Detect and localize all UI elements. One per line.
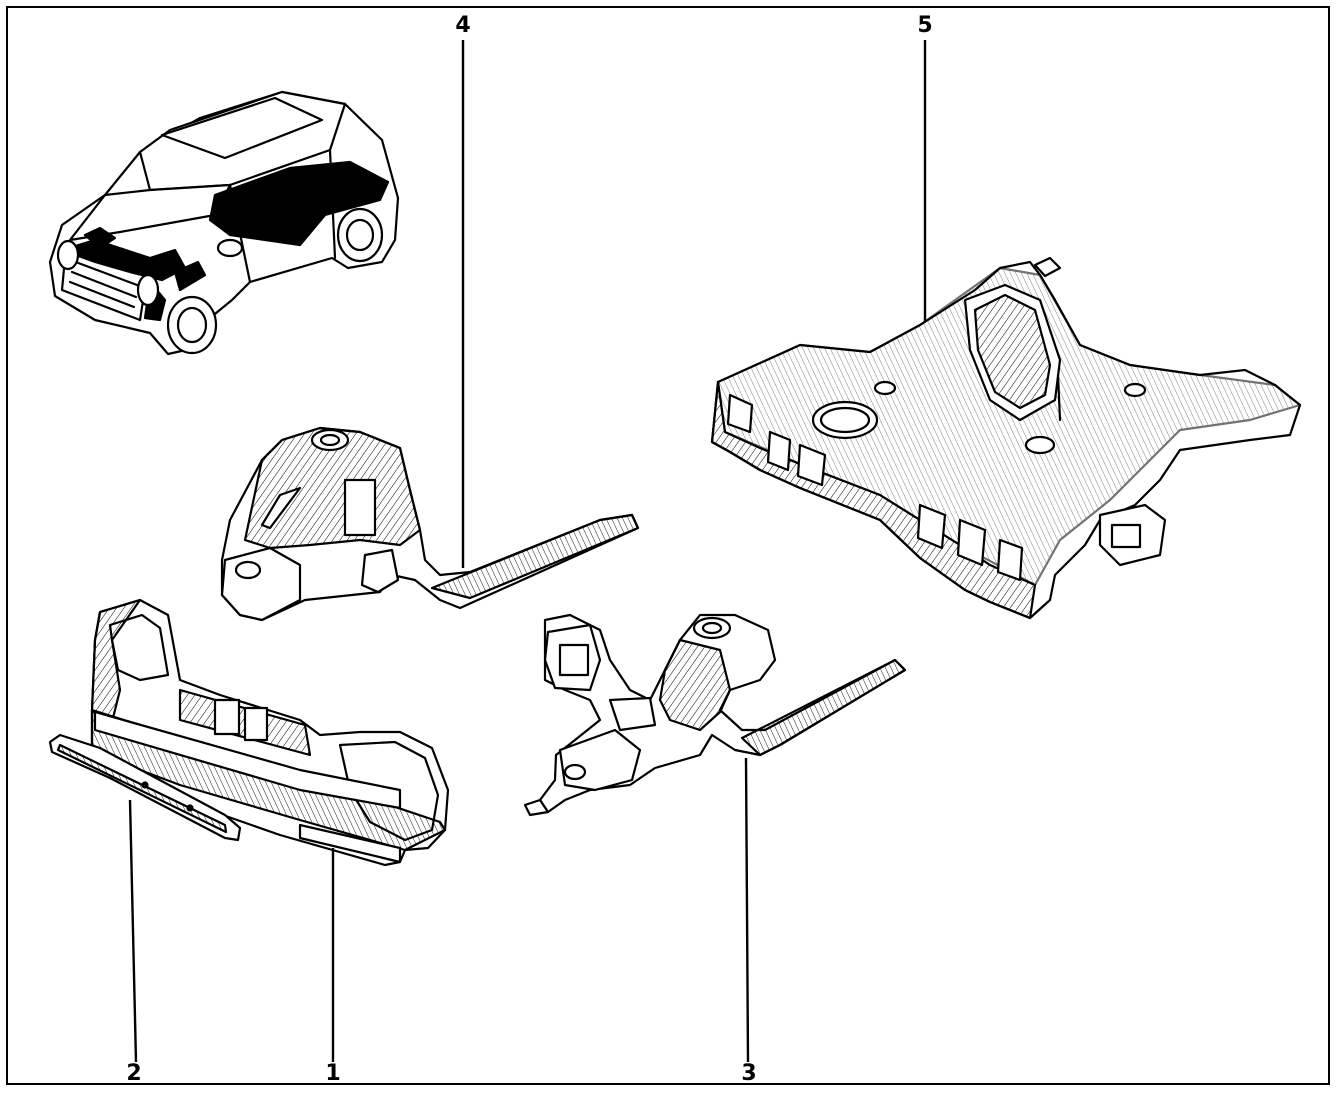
leader-lines [128, 40, 927, 1063]
lower-front-crossmember-icon [48, 733, 242, 842]
callout-1: 1 [325, 1061, 341, 1086]
left-front-side-member-icon [220, 426, 640, 622]
floor-pan-assembly-icon [710, 256, 1302, 620]
leader-line-3 [744, 757, 750, 1063]
callout-2: 2 [126, 1061, 142, 1086]
front-panel-crossmember-icon [90, 598, 450, 867]
callout-3: 3 [741, 1061, 757, 1086]
callout-4: 4 [455, 13, 471, 38]
right-front-side-member-icon [523, 613, 907, 817]
car-locator-icon [48, 90, 400, 356]
leader-line-2 [128, 799, 138, 1063]
callout-5: 5 [917, 13, 933, 38]
